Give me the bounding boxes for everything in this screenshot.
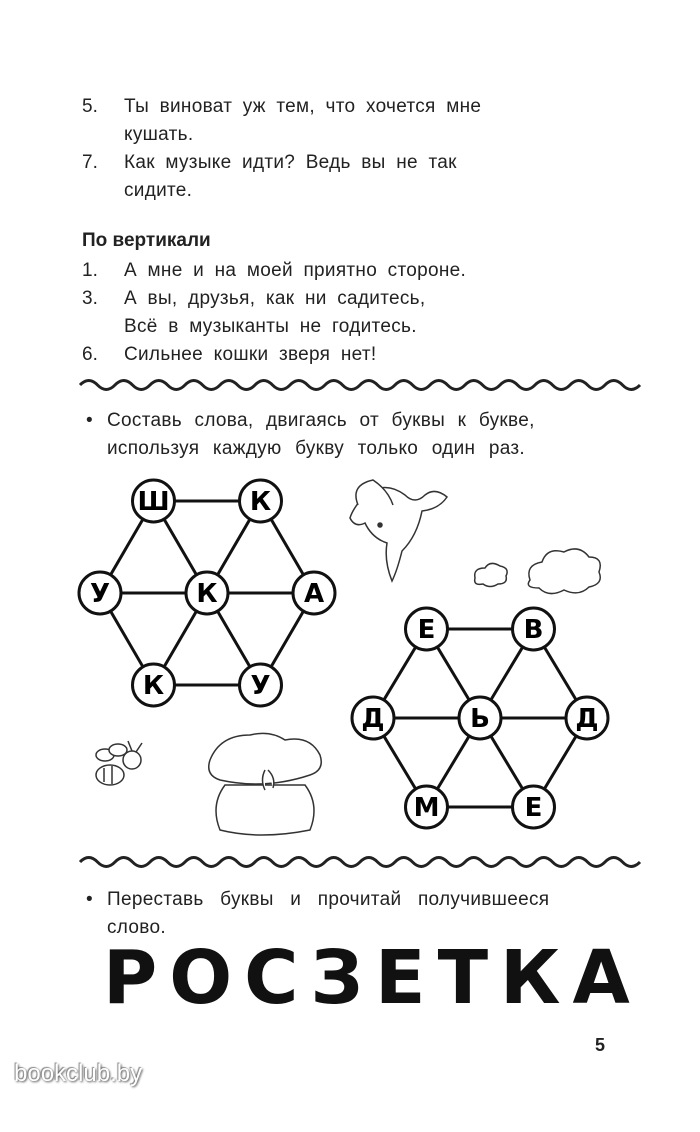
node-letter: К: [250, 487, 271, 517]
letter-puzzle-1: Ш К У К А К У: [77, 478, 337, 708]
task-text: используя каждую букву только один раз.: [107, 438, 525, 459]
wavy-divider: [78, 856, 642, 868]
section-heading: По вертикали: [82, 230, 211, 251]
node-letter: А: [304, 579, 324, 609]
clue-text: Всё в музыканты не годитесь.: [124, 316, 417, 337]
node-letter: Е: [525, 793, 543, 823]
letter-node: [564, 695, 610, 741]
wavy-divider: [78, 379, 642, 391]
node-letter: В: [524, 615, 544, 645]
letter-node: [404, 606, 449, 652]
scrambled-word: РОСЗЕТКА: [103, 935, 642, 1021]
node-letter: Е: [418, 615, 436, 645]
letter-node: [77, 570, 123, 616]
bee-illustration: [95, 740, 143, 786]
clue-text: Как музыке идти? Ведь вы не так: [124, 152, 457, 173]
bird-illustration: [349, 479, 448, 583]
node-letter: М: [414, 793, 440, 823]
clue-text: кушать.: [124, 124, 194, 145]
bullet: •: [86, 410, 93, 431]
task-text: Составь слова, двигаясь от буквы к букве…: [107, 410, 535, 431]
letter-node: [511, 606, 556, 652]
clue-text: Сильнее кошки зверя нет!: [124, 344, 377, 365]
letter-node: [404, 784, 449, 830]
node-letter: Д: [575, 704, 598, 734]
node-letter: К: [196, 579, 217, 609]
clue-text: Ты виноват уж тем, что хочется мне: [124, 96, 482, 117]
node-letter: У: [90, 579, 110, 609]
clue-number: 1.: [82, 260, 98, 281]
letter-node: [184, 570, 230, 616]
task-text: слово.: [107, 917, 166, 938]
letter-node: [238, 478, 283, 524]
clue-text: сидите.: [124, 180, 193, 201]
clue-number: 6.: [82, 344, 98, 365]
letter-node: [350, 695, 396, 741]
task-text: Переставь буквы и прочитай получившееся: [107, 889, 550, 910]
node-letter: Д: [361, 704, 384, 734]
clue-text: А мне и на моей приятно стороне.: [124, 260, 467, 281]
letter-node: [131, 478, 176, 524]
clue-text: А вы, друзья, как ни садитесь,: [124, 288, 426, 309]
letter-node: [238, 662, 283, 708]
node-letter: Ш: [137, 487, 169, 517]
letter-node: [511, 784, 556, 830]
letter-node: [131, 662, 176, 708]
watermark: bookclub.by: [14, 1060, 143, 1087]
node-letter: К: [143, 671, 164, 701]
cloud-illustration: [473, 548, 601, 595]
node-letter: У: [250, 671, 270, 701]
page-number: 5: [595, 1035, 606, 1055]
clue-number: 7.: [82, 152, 98, 173]
clue-number: 5.: [82, 96, 98, 117]
honey-jar-illustration: [208, 732, 322, 836]
node-letter: Ь: [470, 704, 490, 734]
letter-node: [291, 570, 337, 616]
letter-puzzle-2: Е В Д Ь Д М Е: [350, 606, 610, 830]
bullet: •: [86, 889, 93, 910]
letter-node: [457, 695, 503, 741]
clue-number: 3.: [82, 288, 98, 309]
